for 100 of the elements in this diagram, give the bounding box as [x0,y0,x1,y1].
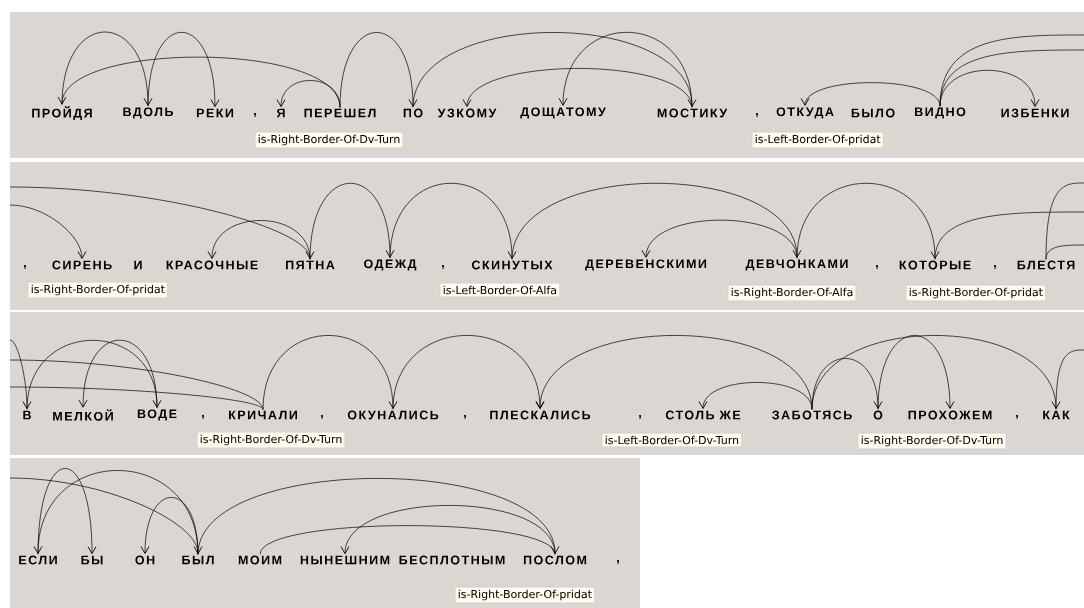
dependency-arc [462,68,693,108]
dependency-arc [877,335,955,410]
word: БЫ [81,555,103,565]
dependency-arc [147,31,220,108]
dependency-arc [535,335,813,410]
word: БЫЛО [851,108,895,118]
tooltip: is-Right-Border-Of-Alfa [728,285,856,302]
word: РЕКИ [196,108,234,118]
word: СКИНУТЫХ [471,260,553,270]
word: ПЯТНА [286,260,335,270]
dependency-arc [259,525,556,555]
word: КРАСОЧНЫЕ [166,260,258,270]
punctuation-mark: , [994,265,996,269]
dependency-arc [939,49,1084,107]
word: ПЕРЕШЕЛ [304,108,376,118]
dependency-arc [339,32,418,108]
word: ПРОЙДЯ [32,106,92,120]
dependency-arc [207,220,311,260]
dependency-arc [511,182,802,260]
punctuation-mark: , [876,265,878,269]
dependency-arc [340,505,556,555]
word: КРИЧАЛИ [229,410,297,420]
word: УЗКОМУ [437,108,497,118]
dependency-arc [140,497,199,555]
word: ОКУНАЛИСЬ [347,410,439,420]
dependency-arc [641,219,798,259]
word: ИЗБЕНКИ [1001,108,1069,118]
word: ПЛЕСКАЛИСЬ [490,410,591,420]
tooltip: is-Left-Border-Of-Dv-Turn [602,433,742,447]
word: КОТОРЫЕ [899,260,971,270]
dependency-arc [9,477,203,554]
dependency-arc [811,358,883,410]
dependency-arc [412,32,697,108]
word: МОСТИКУ [657,108,728,118]
word: ДОЩАТОМУ [520,107,606,119]
tooltip: is-Right-Border-Of-pridat [906,285,1046,302]
tooltip: is-Left-Border-Of-pridat [752,132,884,149]
word: ПОСЛОМ [523,555,587,565]
tooltip: is-Right-Border-Of-Dv-Turn [255,132,403,149]
word: ВОДЕ [137,409,177,421]
word: О [873,410,883,420]
word: МОИМ [238,555,282,565]
punctuation-mark: , [442,265,444,269]
word: МЕЛКОЙ [53,409,113,421]
dependency-arc [78,339,158,409]
dependency-arc [9,204,87,259]
word: ПО [403,108,423,118]
dependency-arc [1045,182,1084,260]
dependency-arc [934,211,1084,260]
word: ВИДНО [915,107,966,119]
word: В [23,410,31,420]
dependency-arc [33,470,199,555]
dependency-arc [558,31,693,108]
tooltip: is-Left-Border-Of-Alfa [440,283,560,297]
word: Я [276,108,285,118]
dependency-arc [698,382,813,410]
dependency-arc [811,335,1061,410]
dependency-arc [262,335,398,410]
punctuation-mark: , [464,415,466,419]
word: СИРЕНЬ [52,260,112,270]
word: ДЕРЕВЕНСКИМИ [585,259,707,271]
word: БЕСПЛОТНЫМ [399,555,505,565]
dependency-arc [389,182,517,259]
tooltip: is-Right-Border-Of-pridat [28,282,168,299]
dependency-arc [9,359,264,410]
word: БЛЕСТЯ [1017,260,1075,270]
dependency-arc [9,186,315,260]
word: КАК [1043,410,1070,420]
word: ОДЕЖД [364,259,417,271]
tooltip: is-Right-Border-Of-Dv-Turn [197,432,345,449]
word: ЕСЛИ [19,555,57,565]
dependency-arc [9,339,32,410]
punctuation-mark: , [639,415,641,419]
dependency-arc [26,339,162,410]
word: ЗАБОТЯСЬ [772,410,852,420]
dependency-arc [939,69,1040,107]
dependency-arc [1045,244,1084,260]
dependency-arc [9,386,264,410]
word: НЫНЕШНИМ [300,555,390,565]
word: БЫЛ [182,555,214,565]
word: ПРОХОЖЕМ [908,410,992,420]
word: ОТКУДА [776,107,834,119]
word: СТОЛЬ ЖЕ [665,410,741,420]
tooltip: is-Right-Border-Of-Dv-Turn [858,433,1007,450]
word: ВДОЛЬ [123,107,173,119]
dependency-arc [1055,349,1084,410]
dependency-arc [61,31,153,106]
dependency-arc [37,468,97,555]
punctuation-mark: , [321,415,323,419]
punctuation-mark: , [756,113,758,117]
dependency-arc [309,182,395,260]
punctuation-mark: , [254,113,256,117]
dependency-arc [276,80,341,108]
dependency-arc [197,478,560,555]
punctuation-mark: , [617,560,619,564]
punctuation-mark: , [202,415,204,419]
dependency-arc [800,82,941,107]
tooltip: is-Right-Border-Of-pridat [455,586,595,604]
dependency-arc [796,182,940,259]
word: ДЕВЧОНКАМИ [745,259,848,271]
